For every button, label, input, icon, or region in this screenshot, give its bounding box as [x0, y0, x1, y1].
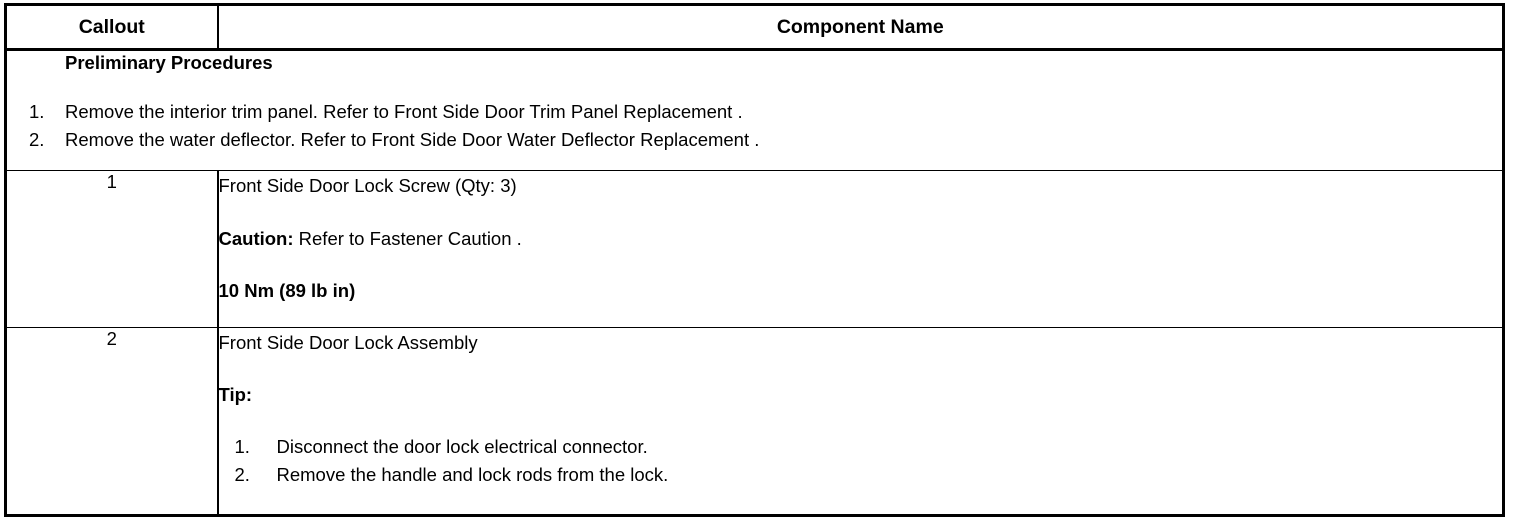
list-item-text: Remove the handle and lock rods from the… — [276, 463, 669, 485]
preliminary-steps-list: 1. Remove the interior trim panel. Refer… — [7, 98, 1502, 154]
column-header-callout: Callout — [5, 4, 219, 51]
callout-number: 2 — [5, 327, 219, 516]
list-item-number: 2. — [29, 129, 45, 151]
list-item-number: 2. — [234, 463, 250, 485]
torque-specification: 10 Nm (89 lb in) — [218, 279, 356, 301]
list-item-text: Remove the interior trim panel. Refer to… — [65, 101, 743, 123]
list-item: 1. Disconnect the door lock electrical c… — [219, 433, 1503, 461]
component-name: Front Side Door Lock Assembly — [218, 331, 478, 353]
list-item-text: Disconnect the door lock electrical conn… — [276, 435, 648, 457]
preliminary-procedures-row: Preliminary Procedures 1. Remove the int… — [5, 49, 1504, 172]
table-row: 2 Front Side Door Lock Assembly Tip: 1. … — [5, 327, 1504, 516]
list-item-number: 1. — [234, 435, 250, 457]
component-description-cell: Front Side Door Lock Screw (Qty: 3) Caut… — [217, 170, 1504, 328]
caution-note: Caution: Refer to Fastener Caution . — [219, 224, 1503, 254]
preliminary-procedures-cell: Preliminary Procedures 1. Remove the int… — [5, 49, 1504, 172]
tip-label: Tip: — [218, 384, 253, 406]
service-procedure-table: Callout Component Name Preliminary Proce… — [4, 3, 1505, 517]
caution-label: Caution: — [218, 227, 294, 249]
caution-text: Refer to Fastener Caution . — [293, 227, 522, 249]
list-item: 2. Remove the handle and lock rods from … — [219, 461, 1503, 489]
callout-number: 1 — [5, 170, 219, 328]
component-name: Front Side Door Lock Screw (Qty: 3) — [218, 175, 517, 197]
tip-steps-list: 1. Disconnect the door lock electrical c… — [219, 433, 1503, 490]
list-item-text: Remove the water deflector. Refer to Fro… — [65, 129, 760, 151]
list-item-number: 1. — [29, 101, 45, 123]
component-description-cell: Front Side Door Lock Assembly Tip: 1. Di… — [218, 327, 1504, 515]
list-item: 2. Remove the water deflector. Refer to … — [7, 126, 1502, 154]
list-item: 1. Remove the interior trim panel. Refer… — [7, 98, 1502, 126]
table-header-row: Callout Component Name — [5, 4, 1504, 51]
column-header-component-name: Component Name — [217, 4, 1504, 51]
table-row: 1 Front Side Door Lock Screw (Qty: 3) Ca… — [5, 170, 1504, 328]
preliminary-procedures-title: Preliminary Procedures — [65, 52, 273, 73]
